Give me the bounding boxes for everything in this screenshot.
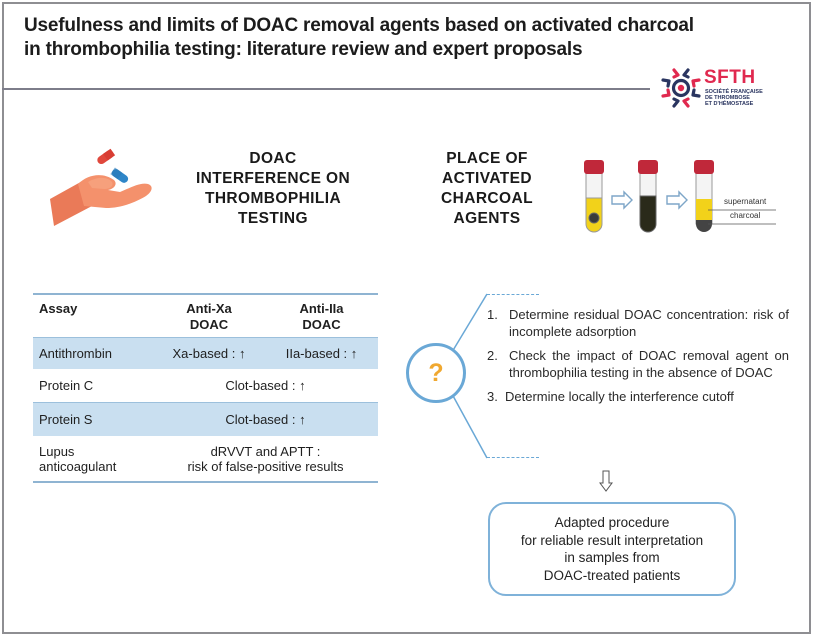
cell-assay: Antithrombin	[39, 346, 112, 361]
dashed-divider-top	[487, 294, 539, 295]
logo-subtitle-line: ET D'HÉMOSTASE	[705, 101, 754, 107]
cell-anti-iia: IIa-based : ↑	[285, 346, 358, 361]
question-mark: ?	[428, 358, 444, 387]
step-number: 2.	[487, 348, 498, 363]
table-row: Protein C Clot-based : ↑	[33, 369, 378, 402]
heading-line: DOAC	[249, 150, 297, 167]
heading-line: ACTIVATED	[442, 170, 532, 187]
header-line: DOAC	[302, 317, 341, 332]
cell-both: Clot-based : ↑	[225, 378, 306, 393]
heading-line: INTERFERENCE ON	[195, 170, 351, 187]
test-tubes-illustration: supernatant charcoal	[580, 158, 790, 238]
cell-assay: Lupus anticoagulant	[33, 444, 153, 474]
table-bottom-rule	[33, 481, 378, 483]
title-line-1: Usefulness and limits of DOAC removal ag…	[24, 15, 694, 36]
cell-both: Clot-based : ↑	[225, 412, 306, 427]
step-item: 2. Check the impact of DOAC removal agen…	[487, 347, 789, 381]
step-number: 3.	[487, 389, 498, 404]
arrow-right-icon	[611, 190, 633, 210]
step-item: 3. Determine locally the interference cu…	[487, 388, 789, 405]
heading-line: AGENTS	[453, 210, 521, 227]
cell-line: risk of false-positive results	[187, 458, 344, 474]
heading-line: TESTING	[238, 210, 308, 227]
result-line: in samples from	[564, 550, 660, 565]
result-line: for reliable result interpretation	[520, 532, 704, 548]
table-row: Protein S Clot-based : ↑	[33, 402, 378, 436]
table-header-row: Assay Anti-Xa DOAC Anti-IIa DOAC	[33, 295, 378, 337]
step-text: Check the impact of DOAC removal agent o…	[509, 348, 789, 380]
arrow-right-icon	[666, 190, 688, 210]
test-tubes-icon	[584, 160, 776, 233]
header-divider	[2, 88, 650, 90]
step-number: 1.	[487, 307, 498, 322]
charcoal-heading: PLACE OF ACTIVATED CHARCOAL AGENTS	[432, 149, 542, 229]
hand-with-pills-icon	[50, 148, 152, 226]
logo-subtitle: SOCIÉTÉ FRANÇAISE DE THROMBOSE ET D'HÉMO…	[705, 89, 765, 107]
cell-both: dRVVT and APTT : risk of false-positive …	[153, 444, 378, 474]
charcoal-label: charcoal	[730, 211, 761, 220]
bracket-lines	[451, 293, 488, 459]
arrow-down-icon	[599, 470, 613, 492]
result-line: Adapted procedure	[554, 515, 670, 530]
heading-line: PLACE OF	[446, 150, 528, 167]
interference-table: Assay Anti-Xa DOAC Anti-IIa DOAC Antithr…	[33, 293, 378, 483]
logo-subtitle-line: SOCIÉTÉ FRANÇAISE	[705, 89, 763, 95]
step-text: Determine residual DOAC concentration: r…	[509, 307, 789, 339]
header-assay: Assay	[39, 301, 78, 316]
logo-acronym: SFTH	[704, 67, 756, 88]
result-line: DOAC-treated patients	[543, 567, 681, 583]
tube-after-centrifugation	[694, 160, 776, 232]
cell-line: Lupus	[39, 443, 75, 459]
steps-list: 1. Determine residual DOAC concentration…	[487, 306, 789, 412]
heading-line: CHARCOAL	[441, 190, 533, 207]
cell-anti-xa: Xa-based : ↑	[172, 346, 246, 361]
table-top-rule	[33, 293, 378, 295]
table-row: Lupus anticoagulant dRVVT and APTT : ris…	[33, 436, 378, 481]
cell-assay: Protein S	[39, 412, 93, 427]
page-title: Usefulness and limits of DOAC removal ag…	[24, 14, 784, 62]
header-line: Anti-IIa	[299, 301, 344, 316]
logo-subtitle-line: DE THROMBOSE	[705, 95, 750, 101]
heading-line: THROMBOPHILIA	[204, 190, 342, 207]
supernatant-label: supernatant	[724, 197, 767, 206]
sfth-emblem-icon	[661, 68, 701, 108]
title-line-2: in thrombophilia testing: literature rev…	[24, 39, 583, 60]
header-anti-xa: Anti-Xa DOAC	[153, 301, 265, 333]
dashed-divider-bottom	[487, 457, 539, 458]
step-text: Determine locally the interference cutof…	[505, 389, 734, 404]
cell-assay: Protein C	[39, 378, 94, 393]
header-anti-iia: Anti-IIa DOAC	[265, 301, 378, 333]
question-icon: ?	[406, 343, 466, 403]
step-item: 1. Determine residual DOAC concentration…	[487, 306, 789, 340]
table-row: Antithrombin Xa-based : ↑ IIa-based : ↑	[33, 337, 378, 369]
header-line: Anti-Xa	[186, 301, 232, 316]
tube-before	[584, 160, 604, 233]
sfth-logo: SFTH SOCIÉTÉ FRANÇAISE DE THROMBOSE ET D…	[660, 66, 790, 116]
result-box: Adapted procedure for reliable result in…	[488, 502, 736, 596]
tube-with-charcoal	[638, 160, 658, 233]
cell-line: anticoagulant	[39, 458, 117, 474]
header-line: DOAC	[189, 317, 229, 332]
interference-heading: DOAC INTERFERENCE ON THROMBOPHILIA TESTI…	[178, 149, 368, 229]
cell-line: dRVVT and APTT :	[210, 443, 321, 459]
